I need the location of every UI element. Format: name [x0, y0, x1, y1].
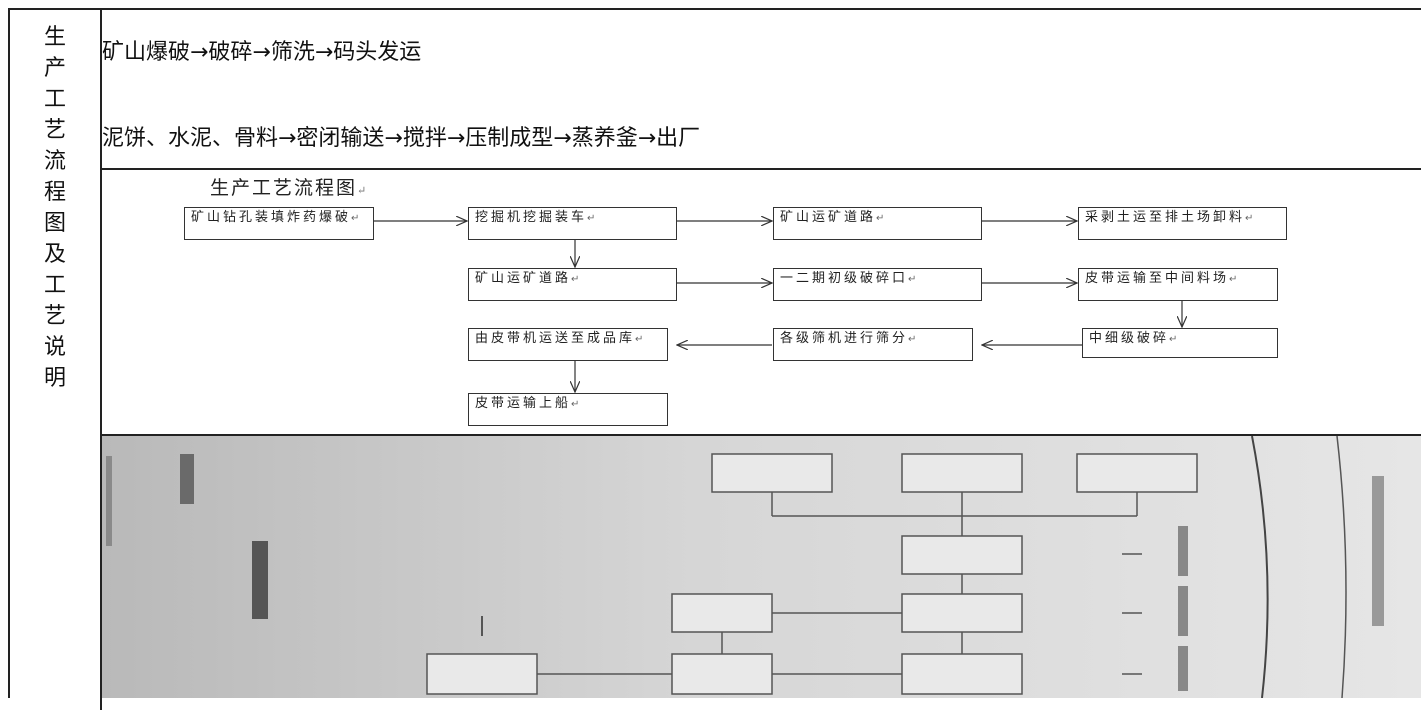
flow-step-screening: 各级筛机进行筛分↵ — [773, 328, 973, 361]
flow-step-excavator-loading: 挖掘机挖掘装车↵ — [468, 207, 677, 240]
process-line-production: 泥饼、水泥、骨料→密闭输送→搅拌→压制成型→蒸养釜→出厂 — [102, 126, 701, 151]
header-char: 工 — [43, 87, 66, 112]
flow-step-topsoil-dump: 采剥土运至排土场卸料↵ — [1078, 207, 1287, 240]
process-line-mining: 矿山爆破→破碎→筛洗→码头发运 — [102, 40, 422, 65]
header-char: 生 — [43, 25, 66, 50]
flow-step-drilling-blasting: 矿山钻孔装填炸药爆破↵ — [184, 207, 374, 240]
flow-step-fine-crushing: 中细级破碎↵ — [1082, 328, 1278, 358]
header-char: 艺 — [43, 118, 66, 143]
flow-step-primary-crusher: 一二期初级破碎口↵ — [773, 268, 982, 301]
header-char: 产 — [43, 56, 66, 81]
flow-step-belt-to-warehouse: 由皮带机运送至成品库↵ — [468, 328, 668, 361]
flow-step-mine-road: 矿山运矿道路↵ — [773, 207, 982, 240]
header-char: 艺 — [43, 304, 66, 329]
flow-step-belt-to-ship: 皮带运输上船↵ — [468, 393, 668, 426]
header-char: 说 — [43, 335, 66, 360]
header-char: 流 — [43, 149, 66, 174]
photo-illustration — [102, 436, 1421, 698]
process-table: 生 产 工 艺 流 程 图 及 工 艺 说 明 矿山爆破→破碎→筛洗→码头发运 … — [8, 8, 1421, 710]
flowchart-title: 生产工艺流程图↵ — [210, 177, 367, 199]
flowchart-image: 生产工艺流程图↵ 矿山钻孔装填炸药爆破↵ 挖掘机挖掘装车↵ 矿山运矿道路↵ 采剥… — [102, 170, 1421, 436]
header-char: 明 — [43, 366, 66, 391]
flowchart-arrows — [374, 170, 1421, 434]
header-char: 及 — [43, 242, 66, 267]
section-header-cell: 生 产 工 艺 流 程 图 及 工 艺 说 明 — [10, 10, 102, 710]
rotated-flowchart-photo — [102, 436, 1421, 698]
flow-step-mine-road-2: 矿山运矿道路↵ — [468, 268, 677, 301]
process-text-cell: 矿山爆破→破碎→筛洗→码头发运 泥饼、水泥、骨料→密闭输送→搅拌→压制成型→蒸养… — [102, 10, 1421, 170]
header-char: 工 — [43, 273, 66, 298]
header-char: 程 — [43, 180, 66, 205]
flow-step-belt-to-stockyard: 皮带运输至中间料场↵ — [1078, 268, 1278, 301]
header-char: 图 — [43, 211, 66, 236]
